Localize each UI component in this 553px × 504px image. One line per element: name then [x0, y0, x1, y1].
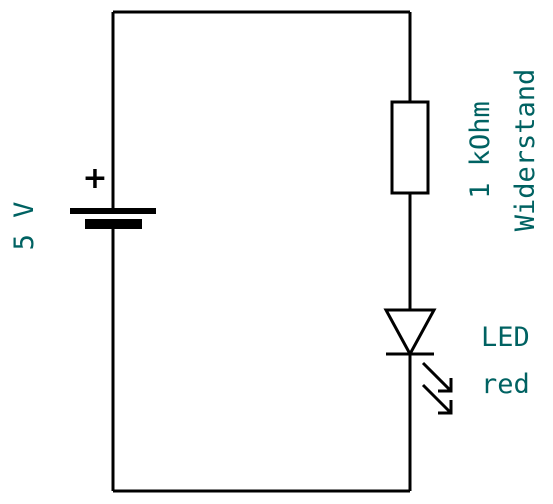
led-light-arrows-icon	[421, 361, 453, 415]
led-color-label: red	[481, 369, 530, 400]
resistor-type-label: Widerstand	[510, 69, 541, 232]
circuit-wires	[111, 10, 412, 493]
resistor-value-label: 1 kOhm	[465, 101, 496, 199]
led-symbol	[383, 308, 453, 415]
led-name-label: LED	[481, 322, 530, 353]
battery-voltage-label: 5 V	[9, 202, 40, 251]
resistor-symbol	[390, 100, 430, 195]
led-diode-triangle	[383, 308, 437, 358]
battery-polarity-mark: +	[82, 161, 107, 196]
battery-symbol: +	[70, 161, 156, 229]
